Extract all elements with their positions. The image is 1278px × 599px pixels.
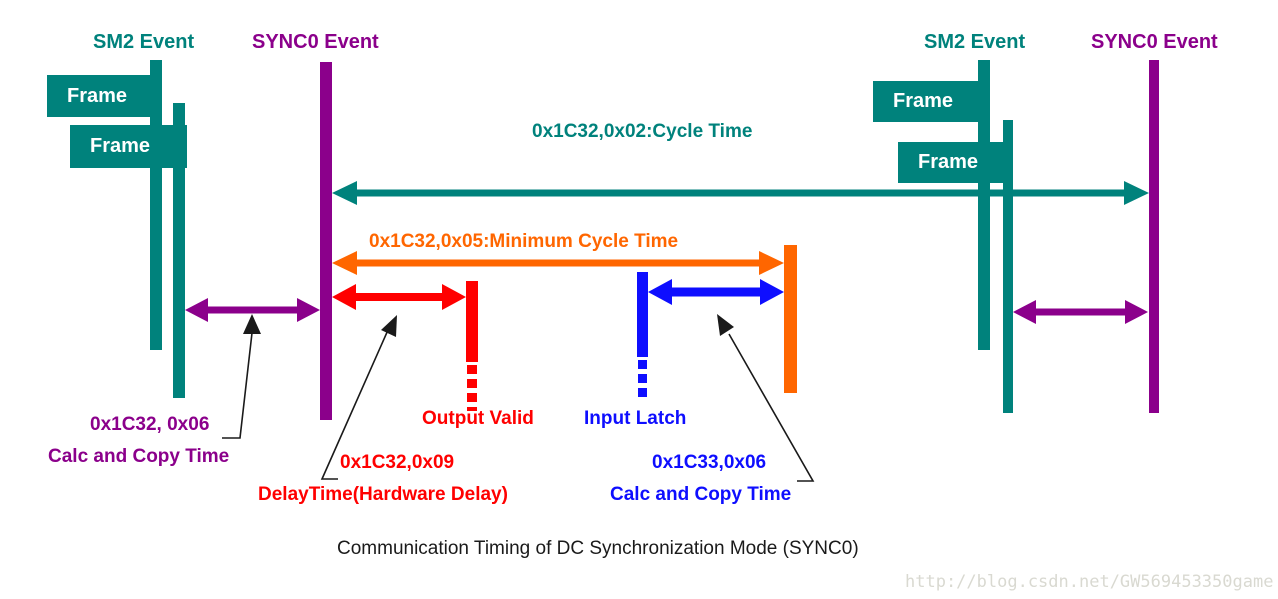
calc-copy-input-leader-line	[717, 314, 815, 482]
output-valid-bar-dashed	[467, 365, 477, 411]
calc-copy-output-register: 0x1C32, 0x06	[90, 414, 210, 435]
delay-time-register: 0x1C32,0x09	[340, 452, 455, 473]
input-latch-bar	[637, 272, 648, 357]
minimum-cycle-time-label: 0x1C32,0x05:Minimum Cycle Time	[369, 231, 679, 252]
frame-box-right-1: Frame	[873, 81, 990, 122]
frame-box-left-1: Frame	[47, 75, 162, 117]
frame-box-left-2: Frame	[70, 125, 187, 168]
sm2-event-bar-right-1	[978, 60, 990, 350]
calc-copy-output-caption: Calc and Copy Time	[48, 446, 230, 467]
minimum-cycle-time-arrow	[332, 251, 784, 275]
sync0-event-bar-left	[320, 62, 332, 420]
sync0-event-title-left: SYNC0 Event	[252, 31, 379, 53]
output-calc-copy-arrow-right	[1013, 300, 1148, 324]
input-latch-bar-dashed	[638, 360, 647, 400]
sm2-event-title-left: SM2 Event	[93, 31, 195, 53]
diagram-caption: Communication Timing of DC Synchronizati…	[337, 538, 859, 559]
calc-copy-input-caption: Calc and Copy Time	[610, 484, 792, 505]
minimum-cycle-end-bar	[784, 245, 797, 393]
frame-label: Frame	[893, 90, 954, 112]
calc-copy-output-leader-line	[222, 314, 261, 439]
input-calc-copy-arrow	[648, 279, 784, 305]
frame-label: Frame	[67, 84, 128, 107]
output-calc-copy-arrow-left	[185, 298, 320, 322]
cycle-time-arrow	[332, 181, 1149, 205]
sync0-event-title-right: SYNC0 Event	[1091, 31, 1218, 53]
sm2-event-bar-right-2	[1003, 120, 1013, 413]
output-valid-label: Output Valid	[422, 408, 534, 429]
delay-time-arrow	[332, 284, 466, 310]
watermark: http://blog.csdn.net/GW569453350game	[905, 572, 1274, 592]
frame-label: Frame	[90, 135, 151, 157]
sm2-event-title-right: SM2 Event	[924, 31, 1026, 53]
input-latch-label: Input Latch	[584, 408, 687, 429]
frame-box-right-2: Frame	[898, 142, 1013, 183]
frame-label: Frame	[918, 151, 979, 173]
delay-time-caption: DelayTime(Hardware Delay)	[258, 484, 508, 505]
delay-time-leader-line	[320, 315, 397, 480]
sm2-event-bar-left-2	[173, 103, 185, 398]
output-valid-bar	[466, 281, 478, 362]
sync0-event-bar-right	[1149, 60, 1159, 413]
cycle-time-label: 0x1C32,0x02:Cycle Time	[532, 121, 753, 142]
calc-copy-input-register: 0x1C33,0x06	[652, 452, 767, 473]
